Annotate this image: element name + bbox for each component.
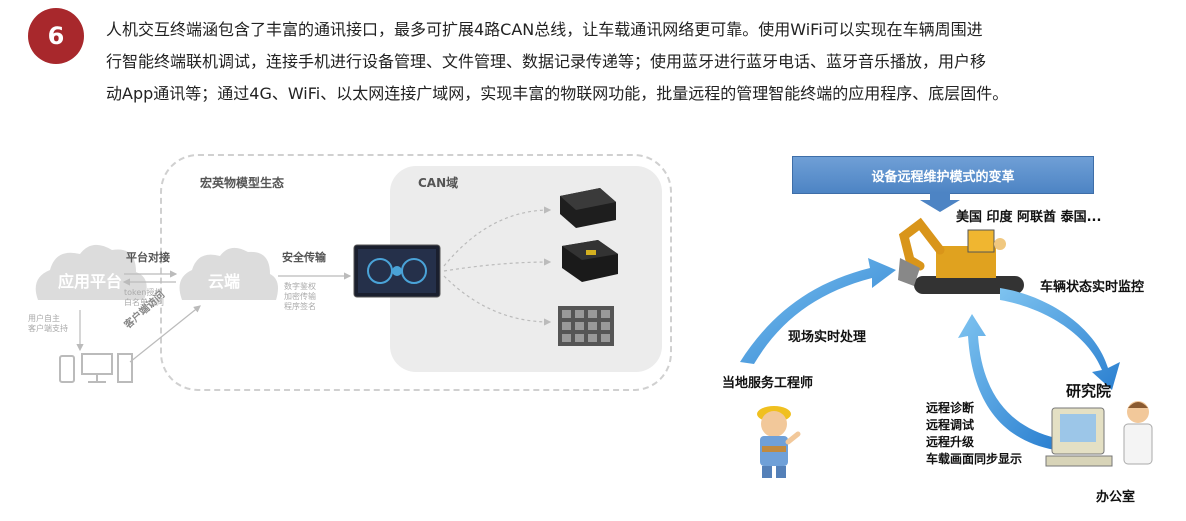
pc-tower-icon [117, 353, 133, 383]
remote-maintenance-diagram: 设备远程维护模式的变革 [700, 150, 1170, 515]
remote-function-item: 远程调试 [926, 418, 975, 432]
intro-paragraph: 人机交互终端涵包含了丰富的通讯接口，最多可扩展4路CAN总线，让车载通讯网络更可… [106, 14, 1166, 110]
onsite-processing-label: 现场实时处理 [788, 330, 867, 345]
ecosystem-graphics [35, 188, 618, 383]
phone-icon [59, 355, 75, 383]
ecosystem-title: 宏英物模型生态 [200, 176, 285, 190]
banner-down-arrow [920, 193, 960, 212]
ecosystem-boundary [160, 154, 672, 391]
cloud-label: 云端 [208, 272, 241, 291]
app-platform-cloud-icon [35, 244, 147, 300]
local-engineer-label: 当地服务工程师 [722, 376, 814, 391]
iot-ecosystem-diagram: 宏英物模型生态 CAN域 [20, 150, 680, 405]
countries-label: 美国 印度 阿联酋 泰国... [956, 210, 1102, 225]
engineer-icon [757, 406, 801, 478]
security-features-text: 数字鉴权 加密传输 程序签名 [284, 282, 316, 311]
client-access-arrow [129, 305, 201, 363]
can-domain-title: CAN域 [418, 176, 459, 190]
excavator-icon [898, 217, 1024, 294]
research-institute-label: 研究院 [1066, 382, 1112, 400]
section-number-badge: 6 [28, 8, 84, 64]
remote-arrow [958, 314, 1056, 450]
onsite-arrow [740, 258, 896, 364]
maintenance-graphics [740, 193, 1153, 478]
app-platform-label: 应用平台 [58, 272, 123, 291]
controller-module-2-icon [562, 240, 618, 282]
paragraph-line-1: 人机交互终端涵包含了丰富的通讯接口，最多可扩展4路CAN总线，让车载通讯网络更可… [106, 20, 983, 39]
secure-transfer-label: 安全传输 [282, 251, 326, 264]
cloud-icon [179, 247, 278, 300]
remote-function-item: 车载画面同步显示 [926, 452, 1023, 466]
office-label: 办公室 [1096, 490, 1136, 505]
remote-function-item: 远程升级 [926, 435, 975, 449]
remote-functions-list: 远程诊断 远程调试 远程升级 车载画面同步显示 [926, 400, 1022, 468]
can-link-2 [443, 258, 552, 272]
display-terminal [353, 244, 441, 298]
user-support-text: 用户自主 客户端支持 [28, 314, 68, 333]
token-auth-text: token授权 白名单访问 [124, 288, 164, 307]
office-computer-icon [1045, 401, 1153, 467]
can-link-1 [443, 206, 552, 267]
remote-function-item: 远程诊断 [926, 401, 975, 415]
can-link-3 [443, 275, 552, 326]
paragraph-line-3: 动App通讯等；通过4G、WiFi、以太网连接广域网，实现丰富的物联网功能，批量… [106, 84, 1009, 103]
realtime-monitor-label: 车辆状态实时监控 [1040, 280, 1145, 295]
paragraph-line-2: 行智能终端联机调试，连接手机进行设备管理、文件管理、数据记录传递等；使用蓝牙进行… [106, 52, 987, 71]
monitoring-arrow [1000, 288, 1120, 390]
monitor-icon [81, 353, 113, 383]
platform-connect-label: 平台对接 [126, 251, 170, 264]
controller-module-1-icon [560, 188, 616, 228]
keypad-icon [558, 306, 614, 346]
